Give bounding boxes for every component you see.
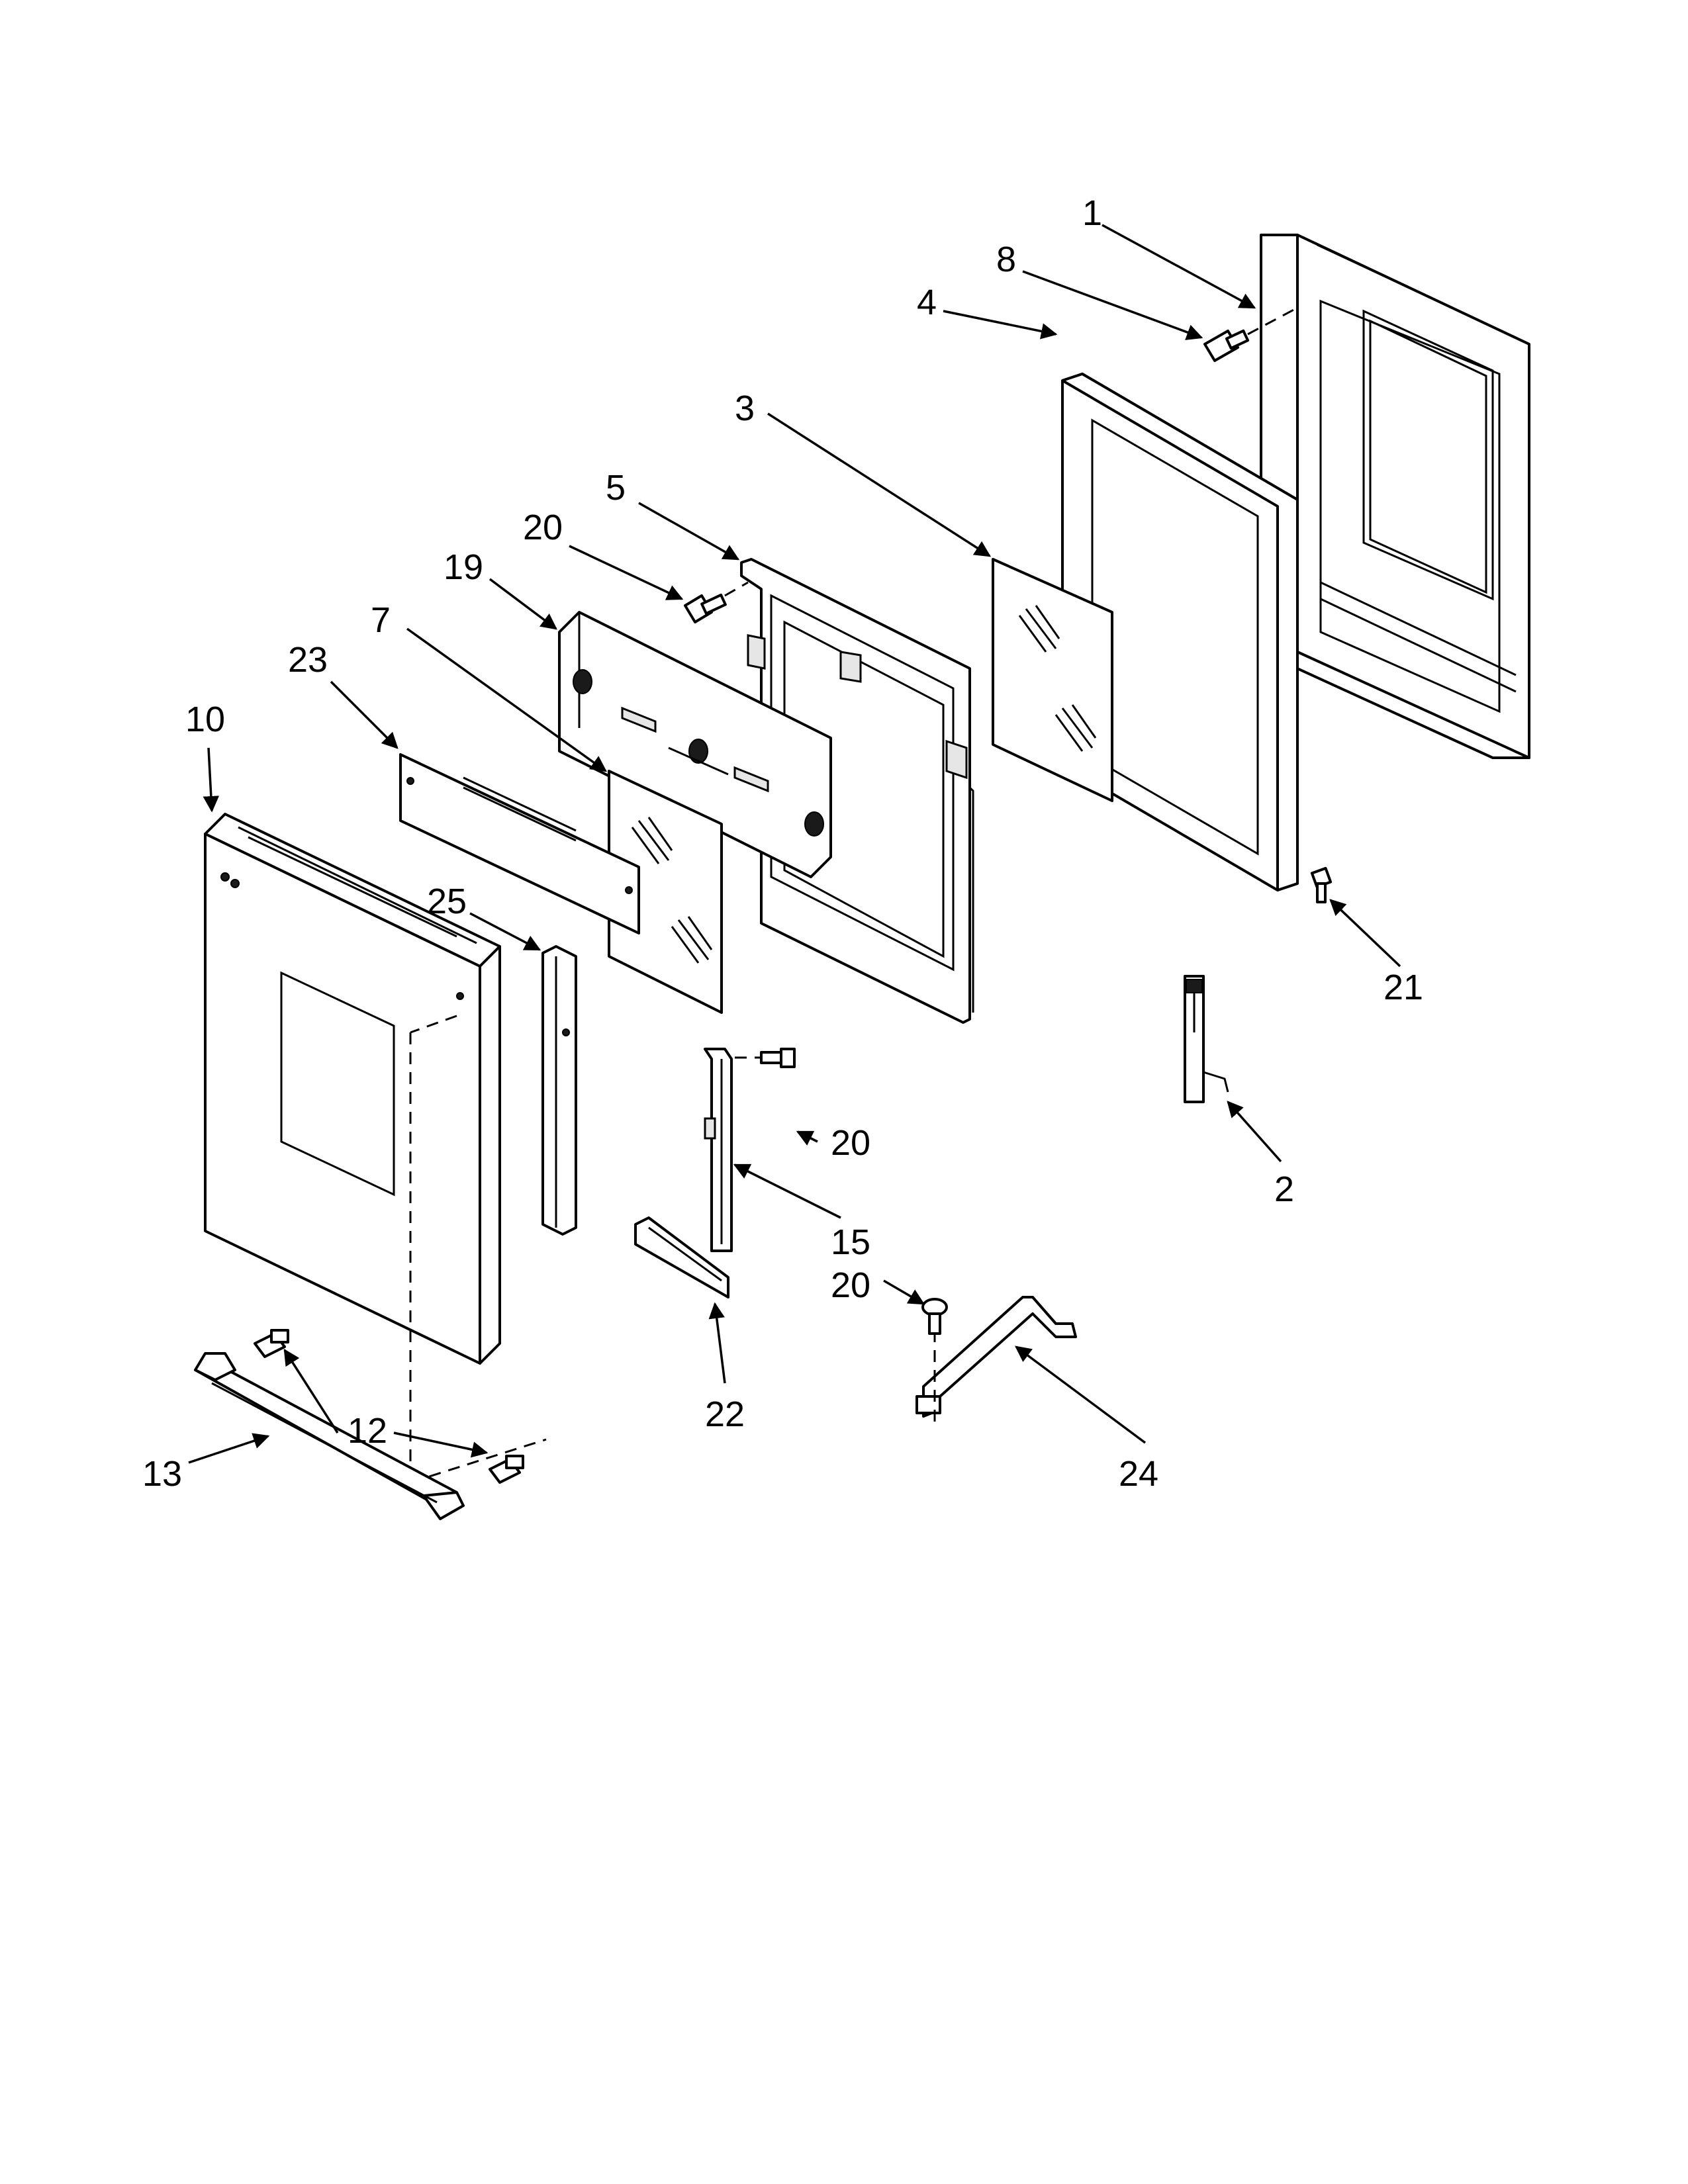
part-20-screw-middle xyxy=(735,1048,796,1068)
callout-labels: 1 8 4 3 5 20 19 7 23 10 25 21 20 15 2 20… xyxy=(142,193,1423,1494)
part-13-handle xyxy=(194,1352,465,1520)
callout-23: 23 xyxy=(288,640,328,680)
callout-20-top: 20 xyxy=(523,508,563,547)
callout-25: 25 xyxy=(427,882,467,921)
part-1-inner-door-panel xyxy=(1260,234,1530,759)
part-8-screw xyxy=(1203,306,1298,362)
part-5-inner-frame xyxy=(740,558,974,1024)
part-20-screw-bottom xyxy=(921,1298,948,1335)
callout-20-middle: 20 xyxy=(831,1123,870,1163)
part-15-hinge-bracket xyxy=(704,1048,733,1252)
callout-2: 2 xyxy=(1274,1169,1294,1209)
callout-24: 24 xyxy=(1119,1454,1158,1494)
part-20-screw-top xyxy=(684,581,749,623)
callout-12: 12 xyxy=(348,1411,387,1451)
leader-lines xyxy=(188,224,1401,1464)
part-12-screws xyxy=(254,1329,524,1484)
callout-19: 19 xyxy=(444,547,483,587)
part-21-screw xyxy=(1310,866,1333,903)
callout-21: 21 xyxy=(1383,968,1423,1007)
part-2-hinge xyxy=(1184,975,1229,1103)
callout-3: 3 xyxy=(735,388,755,428)
callout-4: 4 xyxy=(917,283,937,322)
part-23-vent-panel xyxy=(399,753,640,934)
callout-5: 5 xyxy=(606,468,626,508)
callout-10: 10 xyxy=(185,700,225,739)
callout-1: 1 xyxy=(1082,193,1102,233)
callout-22: 22 xyxy=(705,1394,745,1434)
callout-8: 8 xyxy=(996,240,1016,279)
part-19-baffle xyxy=(558,611,832,878)
part-10-outer-door xyxy=(204,813,547,1484)
callout-20-bottom: 20 xyxy=(831,1265,870,1305)
part-25-trim-strip xyxy=(541,945,577,1236)
callout-7: 7 xyxy=(371,600,391,640)
part-22-bracket xyxy=(634,1216,729,1298)
part-24-bottom-bracket xyxy=(915,1296,1077,1423)
callout-13: 13 xyxy=(142,1454,182,1494)
callout-15: 15 xyxy=(831,1222,870,1262)
part-3-glass-panel xyxy=(992,558,1113,802)
